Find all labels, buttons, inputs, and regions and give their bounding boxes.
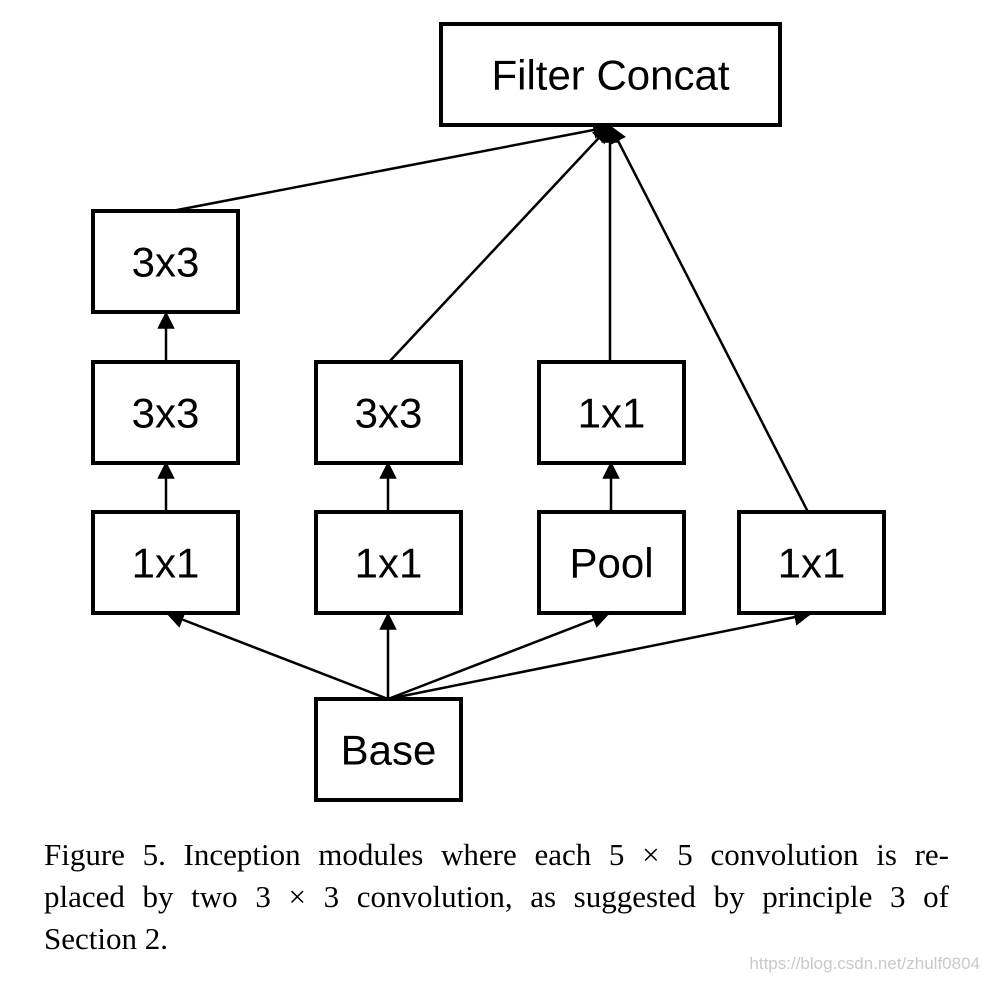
node-label: 1x1 [355, 540, 423, 587]
node-label: Base [341, 727, 437, 774]
node-box [537, 510, 686, 615]
edge-base-to-b1-1x1 [166, 611, 389, 701]
node-label: 1x1 [578, 390, 646, 437]
edge-b2-3x3-to-filter-concat [388, 125, 611, 363]
caption-line-1: Figure 5. Inception modules where each 5… [44, 837, 949, 872]
node-label: 1x1 [132, 540, 200, 587]
caption-line-3: Section 2. [44, 921, 168, 956]
node-base: Base [314, 697, 463, 802]
edge-base-to-b4-1x1 [387, 608, 812, 701]
watermark: https://blog.csdn.net/zhulf0804 [749, 954, 980, 973]
node-b2-3x3: 3x3 [314, 360, 463, 465]
node-box [314, 360, 463, 465]
node-box [314, 697, 463, 802]
node-box [91, 510, 240, 615]
node-box [314, 510, 463, 615]
figure-caption: Figure 5. Inception modules where each 5… [44, 834, 949, 960]
node-filter-concat: Filter Concat [439, 22, 782, 127]
node-label: 3x3 [355, 390, 423, 437]
node-b1-3x3-mid: 3x3 [91, 360, 240, 465]
node-label: Filter Concat [491, 52, 729, 99]
caption-line-2: placed by two 3 × 3 convolution, as sugg… [44, 879, 949, 914]
node-label: 3x3 [132, 239, 200, 286]
node-box [737, 510, 886, 615]
node-box [439, 22, 782, 127]
node-box [537, 360, 686, 465]
node-label: 1x1 [778, 540, 846, 587]
node-label: Pool [569, 540, 653, 587]
node-box [91, 360, 240, 465]
edges [157, 121, 812, 701]
node-b3-1x1: 1x1 [537, 360, 686, 465]
node-b3-pool: Pool [537, 510, 686, 615]
node-b2-1x1: 1x1 [314, 510, 463, 615]
edge-base-to-b3-pool [387, 611, 610, 701]
node-b1-3x3-top: 3x3 [91, 209, 240, 314]
node-b4-1x1: 1x1 [737, 510, 886, 615]
node-box [91, 209, 240, 314]
node-b1-1x1: 1x1 [91, 510, 240, 615]
node-label: 3x3 [132, 390, 200, 437]
edge-b4-1x1-to-filter-concat [609, 125, 810, 513]
edge-b1-3x3-top-to-filter-concat [171, 121, 611, 213]
